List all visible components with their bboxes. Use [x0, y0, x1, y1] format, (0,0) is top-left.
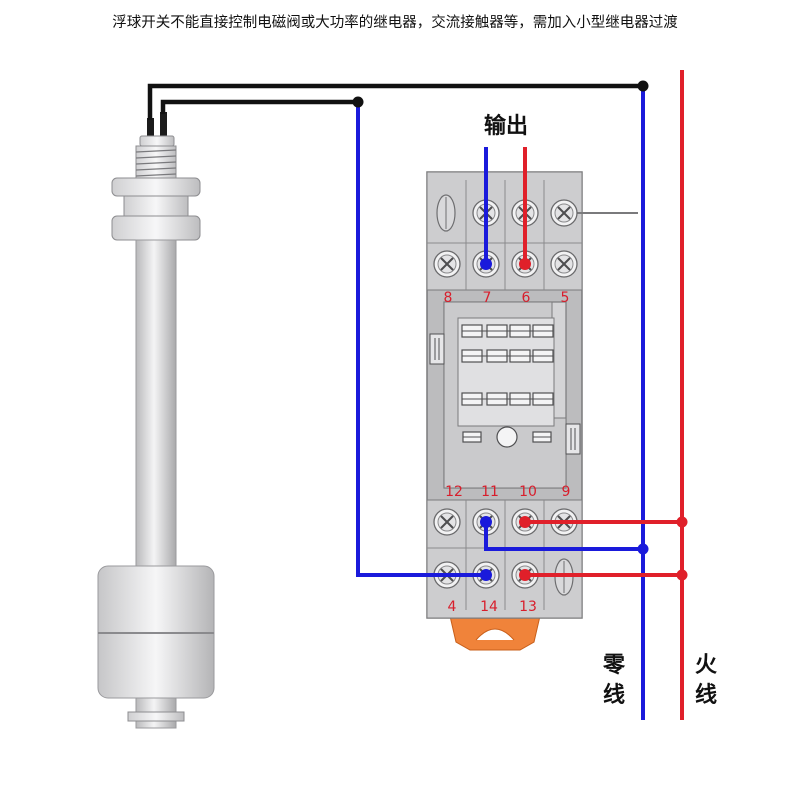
terminal-dot-6 — [519, 258, 531, 270]
neutral-label-char-2: 线 — [603, 682, 625, 708]
float-switch — [97, 112, 215, 729]
terminal-label: 9 — [562, 484, 571, 500]
junction-dot — [352, 96, 364, 108]
junction-dots — [352, 80, 688, 581]
float-washer — [123, 195, 189, 217]
junction-dot — [676, 516, 688, 528]
float-top-cap — [139, 135, 175, 147]
neutral-label-char-1: 零 — [602, 653, 626, 678]
float-upper-nut — [111, 177, 201, 197]
terminal-label: 6 — [522, 290, 531, 306]
terminal-label: 5 — [561, 290, 570, 306]
terminal-label: 11 — [481, 484, 499, 500]
float-lower-nut — [111, 215, 201, 241]
live-label-char-2: 线 — [695, 682, 717, 708]
terminal-label: 4 — [448, 599, 457, 615]
terminal-label: 13 — [519, 599, 537, 615]
wire-signal-to-terminal-14 — [356, 102, 486, 577]
float-bottom-clip — [127, 711, 185, 722]
terminal-label: 10 — [519, 484, 537, 500]
junction-dot — [637, 543, 649, 555]
terminal-label: 7 — [483, 290, 492, 306]
relay-left-tab — [429, 333, 445, 365]
float-rod — [135, 239, 177, 569]
neutral-label: 零 线 — [602, 653, 626, 708]
junction-dot — [676, 569, 688, 581]
terminal-label: 14 — [480, 599, 498, 615]
wire-neutral-to-terminal-11 — [484, 522, 643, 551]
terminal-label: 8 — [444, 290, 453, 306]
terminal-dot-13 — [519, 569, 531, 581]
caption-text: 浮球开关不能直接控制电磁阀或大功率的继电器，交流接触器等，需加入小型继电器过渡 — [112, 13, 678, 31]
screw-slot — [440, 257, 454, 271]
relay-clip-notch — [475, 628, 515, 641]
live-label: 火 线 — [695, 653, 717, 708]
relay-right-tab — [565, 423, 581, 455]
terminal-dot-11 — [480, 516, 492, 528]
screw-slot — [557, 206, 571, 220]
screw-slot — [440, 515, 454, 529]
terminal-dot-10 — [519, 516, 531, 528]
relay-center-hole — [496, 426, 518, 448]
output-label: 输出 — [484, 113, 528, 139]
terminal-dot-14 — [480, 569, 492, 581]
screw-slot — [557, 257, 571, 271]
float-lead-right — [160, 112, 167, 140]
float-lead-left — [147, 118, 154, 140]
terminal-dot-7 — [480, 258, 492, 270]
terminal-label: 12 — [445, 484, 463, 500]
wire-float-signal-1 — [147, 83, 643, 120]
wires — [147, 70, 684, 720]
wire-float-signal-2 — [160, 99, 358, 114]
terminal-numbers: 8 7 6 5 12 11 10 9 4 14 13 — [444, 290, 571, 615]
junction-dot — [637, 80, 649, 92]
live-label-char-1: 火 — [695, 653, 717, 678]
